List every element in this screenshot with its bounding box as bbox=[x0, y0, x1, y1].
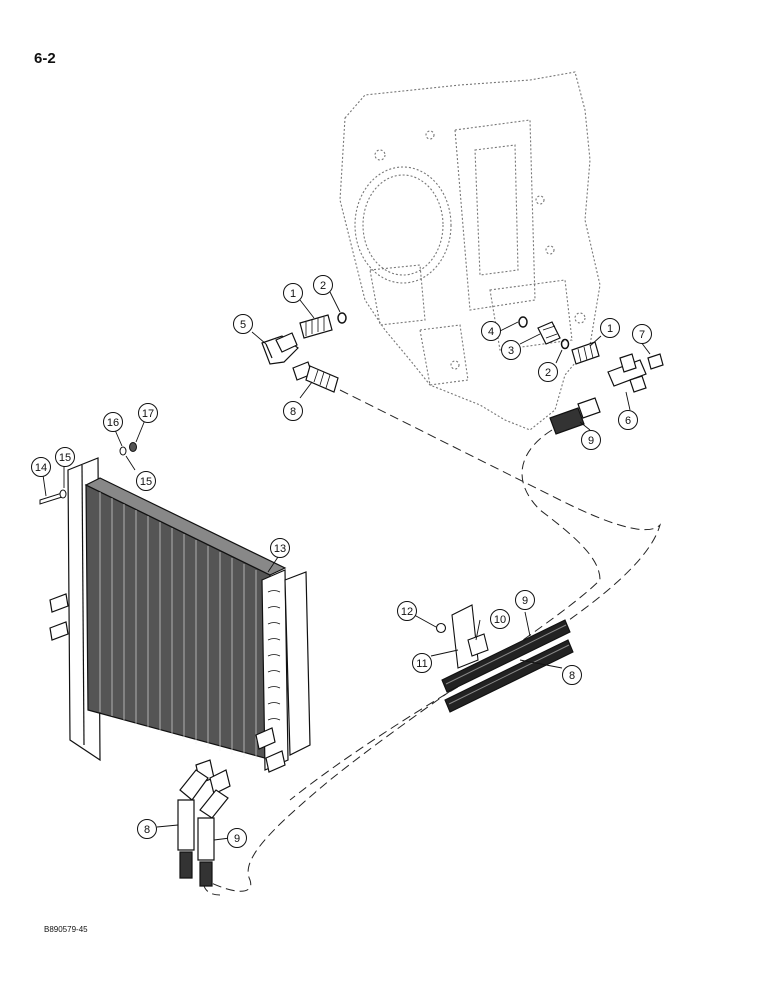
clamp-10 bbox=[467, 633, 489, 657]
nut-12 bbox=[435, 622, 447, 634]
callout-circle-15 bbox=[55, 447, 75, 467]
callout-circle-8 bbox=[562, 665, 582, 685]
callout-circle-1 bbox=[600, 318, 620, 338]
o-ring-2-left bbox=[337, 312, 347, 324]
callout-circle-2 bbox=[538, 362, 558, 382]
hose-section-8 bbox=[444, 639, 574, 713]
callout-label-15: 15 bbox=[140, 476, 152, 488]
callout-label-1: 1 bbox=[290, 288, 296, 300]
cooler-bracket-right bbox=[284, 571, 311, 756]
o-ring-4 bbox=[518, 316, 528, 328]
callout-circle-16 bbox=[103, 412, 123, 432]
callout-circle-6 bbox=[618, 410, 638, 430]
callout-circle-4 bbox=[481, 321, 501, 341]
straight-fitting-1-left bbox=[299, 314, 333, 339]
callout-circle-9 bbox=[227, 828, 247, 848]
callout-circle-7 bbox=[632, 324, 652, 344]
adapter-3 bbox=[537, 321, 561, 345]
callout-label-15: 15 bbox=[59, 452, 71, 464]
callout-circle-10 bbox=[490, 609, 510, 629]
callout-label-8: 8 bbox=[569, 670, 575, 682]
callout-circle-3 bbox=[501, 340, 521, 360]
callout-label-9: 9 bbox=[234, 833, 240, 845]
page-number: 6-2 bbox=[34, 50, 56, 67]
callout-circle-9 bbox=[581, 430, 601, 450]
hose-assembly-8-9-bottom bbox=[177, 759, 231, 887]
callout-label-10: 10 bbox=[494, 614, 506, 626]
cooler-ports-left bbox=[49, 593, 69, 641]
hose-end-9-top bbox=[549, 397, 601, 435]
figure-code: B890579-45 bbox=[44, 925, 88, 934]
callout-label-16: 16 bbox=[107, 417, 119, 429]
o-ring-2-right bbox=[560, 338, 570, 350]
callout-label-2: 2 bbox=[545, 367, 551, 379]
callout-circle-5 bbox=[233, 314, 253, 334]
hose-end-8-top bbox=[292, 361, 339, 393]
callout-label-2: 2 bbox=[320, 280, 326, 292]
elbow-fitting-5 bbox=[261, 332, 299, 365]
cooler-mounting-hardware bbox=[39, 442, 137, 505]
callout-label-9: 9 bbox=[522, 595, 528, 607]
callout-label-5: 5 bbox=[240, 319, 246, 331]
plug-7 bbox=[647, 353, 664, 370]
callout-circle-12 bbox=[397, 601, 417, 621]
callout-circle-17 bbox=[138, 403, 158, 423]
callout-label-9: 9 bbox=[588, 435, 594, 447]
transmission-housing bbox=[339, 71, 601, 431]
callout-label-7: 7 bbox=[639, 329, 645, 341]
callout-circle-2 bbox=[313, 275, 333, 295]
cooler-ports-bottom bbox=[255, 727, 286, 773]
callout-label-17: 17 bbox=[142, 408, 154, 420]
callout-label-3: 3 bbox=[508, 345, 514, 357]
hose-section-9 bbox=[441, 619, 571, 693]
straight-fitting-1-right bbox=[571, 341, 600, 365]
callout-label-14: 14 bbox=[35, 462, 47, 474]
callout-label-12: 12 bbox=[401, 606, 413, 618]
tee-fitting-6 bbox=[607, 353, 647, 393]
callout-label-1: 1 bbox=[607, 323, 613, 335]
callout-circle-8 bbox=[137, 819, 157, 839]
callout-circle-1 bbox=[283, 283, 303, 303]
callout-circle-15 bbox=[136, 471, 156, 491]
bracket-11 bbox=[451, 604, 479, 669]
callout-label-8: 8 bbox=[144, 824, 150, 836]
callout-label-6: 6 bbox=[625, 415, 631, 427]
hose-clamp-bracket bbox=[435, 604, 574, 713]
callout-label-13: 13 bbox=[274, 543, 286, 555]
callout-circle-8 bbox=[283, 401, 303, 421]
callout-label-11: 11 bbox=[416, 658, 427, 670]
callout-circle-9 bbox=[515, 590, 535, 610]
callout-circle-11 bbox=[412, 653, 432, 673]
callout-circle-13 bbox=[270, 538, 290, 558]
callout-label-4: 4 bbox=[488, 326, 494, 338]
callout-label-8: 8 bbox=[290, 406, 296, 418]
callout-circle-14 bbox=[31, 457, 51, 477]
oil-cooler-13 bbox=[49, 457, 311, 773]
